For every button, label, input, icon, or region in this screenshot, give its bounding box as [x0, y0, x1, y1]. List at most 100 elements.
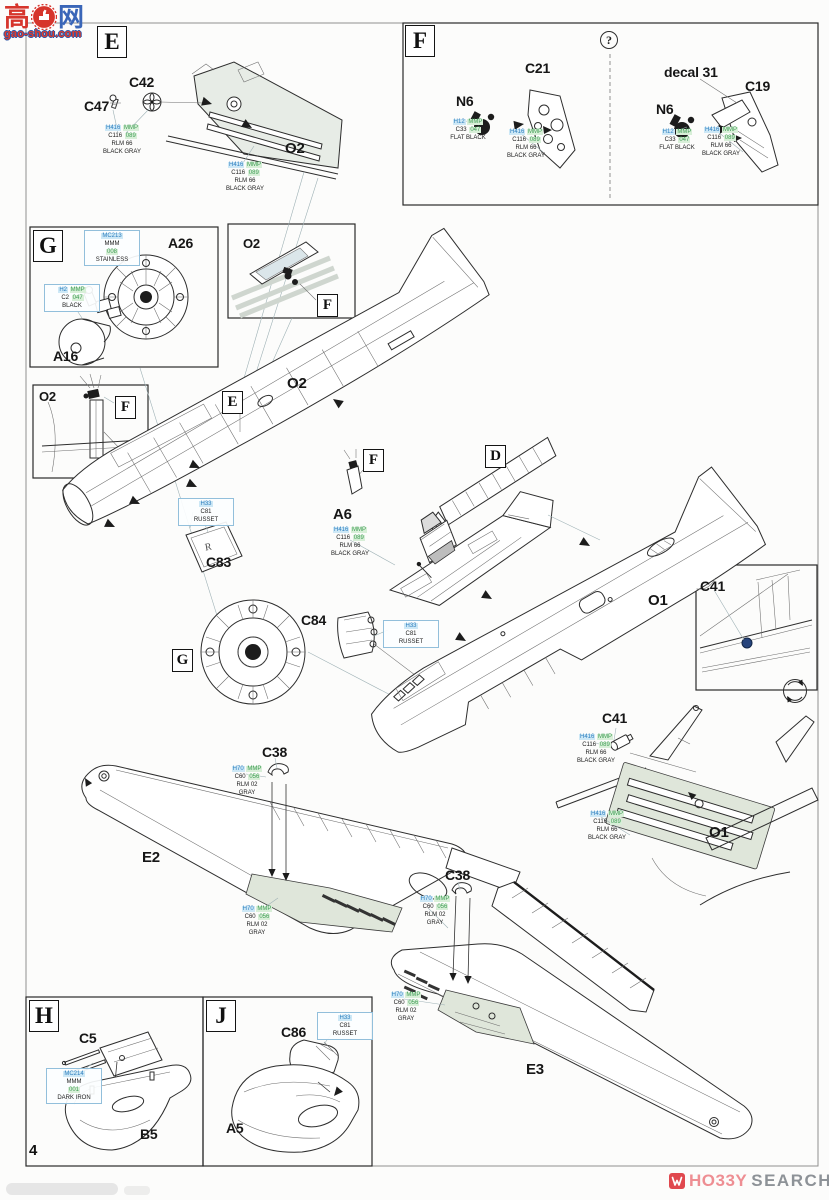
callout-text: MMP [351, 527, 367, 533]
callout-text: C60 [244, 914, 256, 921]
callout-text: MMP [246, 162, 262, 168]
callout-text: H70 [390, 992, 404, 998]
part-c84-drawing [337, 611, 449, 701]
callout-line: H70 MMP [408, 895, 462, 903]
callout-line: DARK IRON [47, 1094, 101, 1102]
label-c38-e3: C38 [445, 867, 471, 883]
callout-text: 001 [67, 1087, 80, 1094]
callout-text: C60 [234, 774, 246, 781]
marker-d-main: D [485, 445, 506, 468]
c41-detail-drawing [555, 705, 819, 906]
callout-line: BLACK GRAY [694, 150, 748, 158]
callout-line: RLM 02 [220, 781, 274, 789]
callout-line: C81 [384, 630, 438, 638]
callout-text: MMP [722, 127, 738, 133]
callout-line: C116 089 [580, 818, 634, 826]
callout-line: H70 MMP [220, 765, 274, 773]
callout-text: C81 [405, 631, 417, 638]
marker-g-main: G [172, 649, 193, 672]
callout-line: H70 MMP [379, 991, 433, 999]
callout-text: BLACK GRAY [702, 151, 740, 158]
callout-text: C33 [455, 127, 467, 134]
callout-text: RUSSET [193, 517, 219, 524]
callout-text: H2 [58, 287, 68, 293]
fuselage-right-o1 [371, 466, 767, 753]
callout-line: STAINLESS [85, 256, 139, 264]
callout-text: BLACK GRAY [103, 149, 141, 156]
callout-text: H70 [419, 896, 433, 902]
callout-text: H70 [241, 906, 255, 912]
watermark-char-left: 高 [4, 2, 31, 32]
marker-f-inset-top: F [317, 294, 338, 317]
label-b5: B5 [140, 1126, 158, 1142]
label-o2-e-section: O2 [285, 140, 305, 157]
callout-line: C33 047 [650, 136, 704, 144]
callout-text: STAINLESS [95, 257, 129, 264]
watermark-bottom-strip-small [124, 1186, 150, 1195]
callout-line: H416 MMP [95, 124, 149, 132]
section-f-box [402, 22, 819, 206]
callout-line: H33 [384, 622, 438, 630]
callout-text: H70 [231, 766, 245, 772]
callout-text: H416 [332, 527, 350, 533]
callout-line: BLACK GRAY [569, 757, 623, 765]
callout-text: C2 [61, 295, 69, 302]
callout-text: MMP [676, 129, 693, 135]
callout-text: BLACK [62, 303, 82, 310]
callout-text: RLM 66 [515, 145, 537, 152]
callout-line: C116 089 [323, 534, 377, 542]
label-c83: C83 [206, 554, 232, 570]
callout-line: H416 MMP [323, 526, 377, 534]
callout-line: FLAT BLACK [650, 144, 704, 152]
callout-line: H416 MMP [580, 810, 634, 818]
watermark-bottom-strip [6, 1183, 118, 1195]
watermark-gaoshou: 高 网 gao-shou.com [4, 4, 104, 40]
callout-text: 008 [105, 249, 118, 256]
callout-text: DARK IRON [57, 1095, 91, 1102]
rotate-icon [783, 679, 807, 703]
callout-line: BLACK GRAY [323, 550, 377, 558]
label-c47: C47 [84, 98, 110, 114]
callout-text: C116 [336, 535, 351, 542]
callout-text: 089 [528, 137, 541, 144]
callout-text: RUSSET [332, 1031, 358, 1038]
hobbysearch-brand-search: SEARCH [751, 1171, 829, 1190]
label-c42: C42 [129, 74, 155, 90]
callout-text: C81 [339, 1023, 351, 1030]
section-j-box [202, 996, 373, 1167]
callout-text: MC213 [101, 233, 123, 239]
part-gunsight-drawing [343, 449, 363, 495]
label-a6: A6 [333, 506, 352, 523]
callout-text: GRAY [397, 1016, 415, 1023]
callout-text: 089 [352, 535, 365, 542]
callout-line: RUSSET [384, 638, 438, 646]
wing-e3-drawing [390, 881, 753, 1140]
callout-line: C2 047 [45, 294, 99, 302]
callout-line: H12 MMP [650, 128, 704, 136]
callout-text: 089 [124, 133, 137, 140]
callout-text: RUSSET [398, 639, 424, 646]
callout-line: C116 089 [95, 132, 149, 140]
callout-line: RLM 66 [499, 144, 553, 152]
callout-text: BLACK GRAY [577, 758, 615, 765]
f-section-drawing [465, 78, 779, 173]
callout-text: GRAY [238, 790, 256, 797]
callout-text: RLM 66 [585, 750, 607, 757]
callout-text: 047 [678, 137, 691, 144]
g-section-drawing [58, 245, 225, 639]
label-c19: C19 [745, 78, 771, 94]
callout-line: GRAY [379, 1015, 433, 1023]
callout-line: H416 MMP [569, 733, 623, 741]
callout-line: H416 MMP [499, 128, 553, 136]
callout-line: C60 056 [230, 913, 284, 921]
callout-text: 089 [723, 135, 736, 142]
inset-o2-top-box [227, 223, 356, 319]
thumb-up-icon [31, 4, 58, 30]
callout-text: 047 [469, 127, 482, 134]
callout-text: 056 [436, 904, 449, 911]
